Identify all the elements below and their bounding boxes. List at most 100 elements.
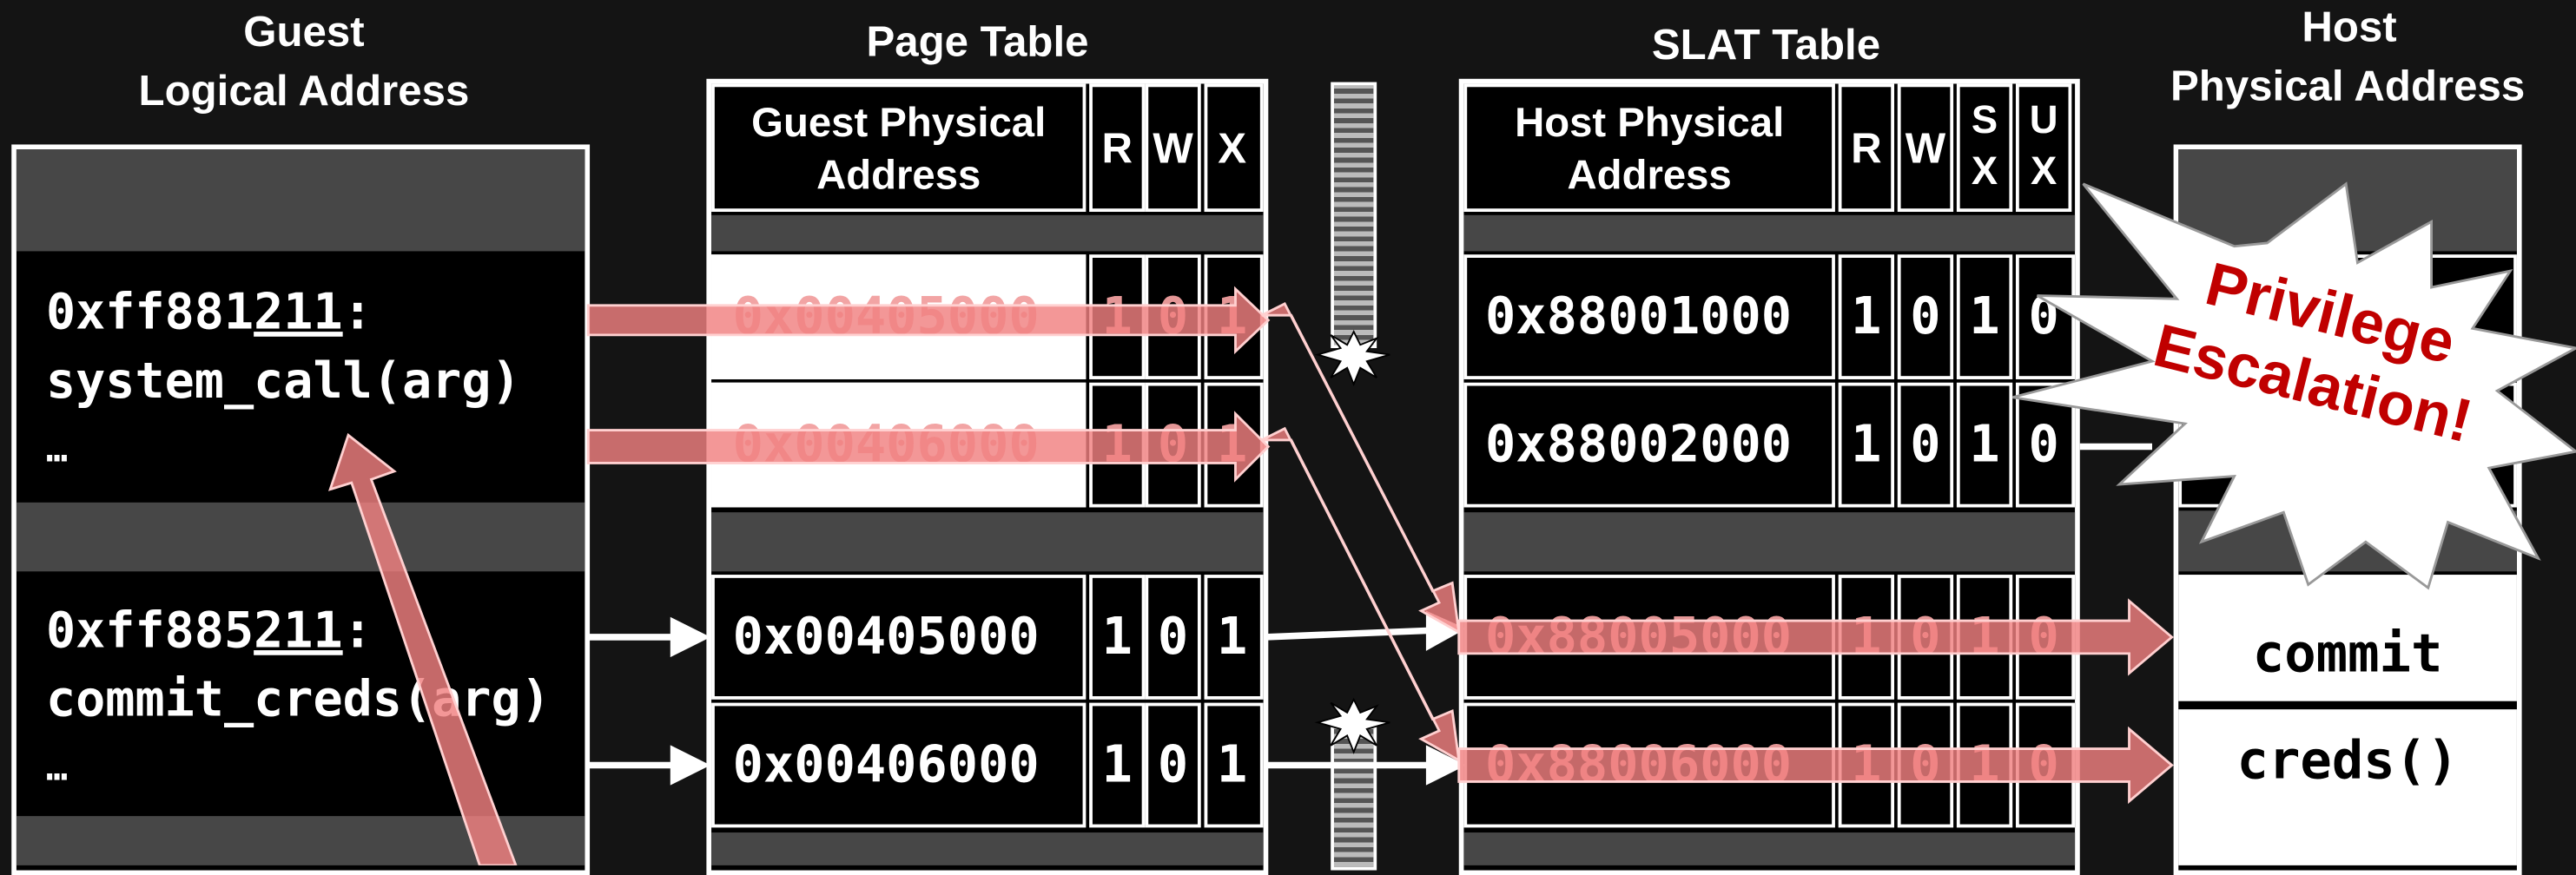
slat-bit: 0 — [2028, 607, 2059, 667]
slat-col-label: W — [1905, 122, 1946, 173]
host-label-commit: commit — [2252, 622, 2443, 685]
page-table-header-address — [711, 83, 1087, 213]
guest-block1-ellipsis: … — [45, 430, 69, 471]
slat-address-cell — [1463, 382, 1835, 508]
host-title-line1: Host — [2302, 1, 2397, 51]
slat-bit-cell — [1956, 382, 2013, 508]
page-table-bit: 1 — [1101, 287, 1133, 347]
slat-bit: 0 — [2028, 735, 2059, 795]
address-prefix: 0xff885 — [45, 602, 254, 661]
page-table-col-label: W — [1153, 122, 1193, 173]
slat-bit-cell — [1956, 254, 2013, 379]
guest-gray-band — [16, 816, 585, 865]
page-table-address-cell — [711, 575, 1087, 700]
guest-block1-call: system_call(arg) — [45, 352, 521, 411]
page-table-bit-cell — [1089, 702, 1146, 828]
page-table-address: 0x00405000 — [732, 607, 1040, 667]
guest-gray-band — [16, 149, 585, 252]
address-colon: : — [342, 284, 373, 342]
page-table-address-cell — [711, 702, 1087, 828]
slat-table-gray-band — [1463, 512, 2076, 572]
page-table-bit: 1 — [1101, 415, 1133, 475]
page-table-bit: 0 — [1157, 287, 1189, 347]
address-colon: : — [342, 602, 373, 661]
slat-col-header — [1956, 83, 2013, 213]
white-arrow-head — [670, 745, 711, 786]
slat-bit: 0 — [1910, 735, 1941, 795]
page-table-bit: 1 — [1101, 735, 1133, 795]
wall-pillar-top — [1331, 82, 1377, 349]
white-arrow-head — [1425, 745, 1467, 786]
page-table-gray-band — [711, 832, 1264, 865]
slat-address: 0x88001000 — [1485, 287, 1793, 347]
page-table-address: 0x00406000 — [732, 735, 1040, 795]
host-gray-band — [2178, 149, 2517, 252]
page-table-address: 0x00406000 — [732, 415, 1040, 475]
page-table-col-label: X — [1218, 122, 1247, 173]
page-table-bit: 1 — [1101, 607, 1133, 667]
pink-arrow — [1261, 426, 1461, 763]
slat-bit: 1 — [1851, 607, 1882, 667]
guest-block1-address: 0xff881211: — [46, 282, 373, 345]
slat-address: 0x88006000 — [1485, 735, 1793, 795]
slat-bit: 1 — [1969, 735, 2000, 795]
slat-bit: 1 — [1969, 607, 2000, 667]
slat-bit: 1 — [1969, 415, 2000, 475]
page-table-col-header — [1204, 83, 1264, 213]
slat-bit: 1 — [1851, 287, 1882, 347]
page-table-bit: 0 — [1157, 735, 1189, 795]
slat-bit-cell — [1897, 382, 1954, 508]
address-prefix: 0xff881 — [45, 284, 254, 342]
page-table-gray-band — [711, 214, 1264, 252]
slat-table-title: SLAT Table — [1651, 19, 1881, 69]
slat-bit-cell — [1897, 254, 1954, 379]
page-table-bit: 0 — [1157, 607, 1189, 667]
wall-pillar-bottom — [1331, 722, 1377, 871]
slat-table-gray-band — [1463, 214, 2076, 252]
slat-bit: 1 — [1851, 415, 1882, 475]
page-table-bit-cell — [1145, 702, 1201, 828]
white-arrow — [1265, 627, 1430, 641]
host-title-line2: Physical Address — [2170, 60, 2526, 110]
white-arrow-head — [1425, 610, 1467, 651]
slat-address-cell — [1463, 254, 1835, 379]
page-table-bit-cell — [1089, 575, 1146, 700]
slat-table-header-address — [1463, 83, 1835, 213]
slat-table-header-line2: Address — [1567, 152, 1732, 199]
slat-bit: 0 — [2028, 415, 2059, 475]
slat-col-label: U X — [2029, 98, 2058, 194]
page-table-bit: 1 — [1217, 415, 1248, 475]
page-table-col-header — [1145, 83, 1201, 213]
pink-arrow — [1261, 302, 1461, 635]
guest-title-line2: Logical Address — [138, 65, 470, 115]
host-label-creds: creds() — [2236, 728, 2459, 792]
slat-table-gray-band — [1463, 832, 2076, 865]
page-table-bit: 0 — [1157, 415, 1189, 475]
page-table-title: Page Table — [866, 16, 1089, 66]
slat-col-header — [1838, 83, 1895, 213]
page-table-bit-cell — [1145, 575, 1201, 700]
slat-bit: 0 — [1910, 415, 1941, 475]
slat-address: 0x88002000 — [1485, 415, 1793, 475]
slat-col-header — [1897, 83, 1954, 213]
slat-table-header-line1: Host Physical — [1515, 100, 1785, 147]
page-table-bit: 1 — [1217, 735, 1248, 795]
address-offset: 211 — [254, 284, 343, 342]
host-commit-creds-block — [2178, 575, 2517, 865]
page-table-header-line2: Address — [816, 152, 981, 199]
page-table-gray-band — [711, 512, 1264, 572]
slat-bit-cell — [1838, 382, 1895, 508]
page-table-col-label: R — [1101, 122, 1133, 173]
host-divider — [2178, 701, 2517, 710]
guest-title-line1: Guest — [243, 6, 365, 56]
page-table-col-header — [1089, 83, 1146, 213]
page-table-bit-cell — [1204, 702, 1264, 828]
page-table-header-line1: Guest Physical — [751, 100, 1047, 147]
page-table-address: 0x00405000 — [732, 287, 1040, 347]
slat-address: 0x88005000 — [1485, 607, 1793, 667]
slat-col-label: S X — [1971, 98, 1998, 194]
slat-bit: 0 — [1910, 287, 1941, 347]
slat-bit: 1 — [1969, 287, 2000, 347]
slat-bit: 0 — [2028, 287, 2059, 347]
slat-col-label: R — [1851, 122, 1882, 173]
